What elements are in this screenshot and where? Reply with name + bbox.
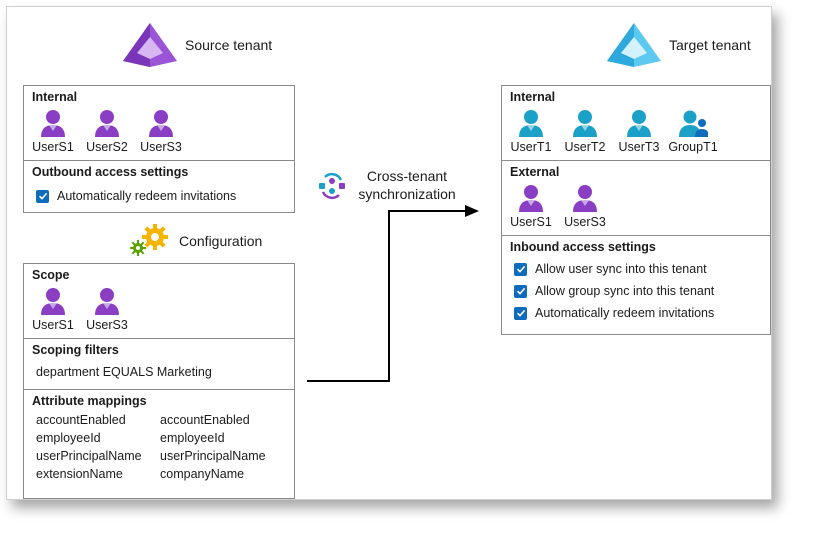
group-item: GroupT1 — [668, 108, 718, 154]
checkbox-row[interactable]: Allow group sync into this tenant — [514, 280, 714, 302]
gear-icon — [130, 224, 168, 256]
user-label: UserT3 — [618, 140, 660, 154]
checkbox-checked[interactable] — [514, 262, 527, 276]
scope-section: Scope UserS1 UserS3 — [24, 264, 294, 339]
section-title: Internal — [510, 90, 556, 104]
inbound-access-section: Inbound access settings Allow user sync … — [502, 236, 770, 330]
user-label: UserS1 — [32, 318, 74, 332]
group-label: GroupT1 — [668, 140, 718, 154]
outbound-access-section: Outbound access settings Automatically r… — [24, 161, 294, 211]
user-item: UserS2 — [84, 108, 130, 154]
section-title: Scope — [32, 268, 70, 282]
section-title: External — [510, 165, 560, 179]
target-external-section: External UserS1 UserS3 — [502, 161, 770, 236]
scoping-filter-value: department EQUALS Marketing — [36, 365, 212, 379]
mapping-target-attribute: userPrincipalName — [160, 449, 266, 463]
user-icon — [519, 185, 543, 212]
sync-label: Cross-tenant synchronization — [347, 167, 467, 203]
sync-label-line1: Cross-tenant — [366, 168, 448, 184]
user-label: UserT2 — [564, 140, 606, 154]
checkbox-checked[interactable] — [514, 306, 527, 320]
mapping-source-attribute: accountEnabled — [36, 413, 126, 427]
mapping-source-attribute: employeeId — [36, 431, 101, 445]
target-tenant-panel: Internal UserT1 UserT2 UserT3 GroupT1 Exter… — [501, 85, 771, 335]
section-title: Internal — [32, 90, 78, 104]
entra-logo-blue-icon — [607, 23, 661, 67]
checkbox-label: Automatically redeem invitations — [535, 306, 715, 320]
user-icon — [519, 110, 543, 137]
checkbox-checked[interactable] — [514, 284, 527, 298]
user-icon — [95, 110, 119, 137]
entra-logo-purple-icon — [123, 23, 177, 67]
source-tenant-panel: Internal UserS1 UserS2 UserS3 Outbound acc… — [23, 85, 295, 213]
scoping-filters-section: Scoping filters department EQUALS Market… — [24, 339, 294, 390]
mapping-source-attribute: userPrincipalName — [36, 449, 142, 463]
checkbox-label: Allow user sync into this tenant — [535, 262, 707, 276]
section-title: Scoping filters — [32, 343, 119, 357]
sync-arrow — [307, 205, 479, 382]
attribute-mappings-section: Attribute mappings accountEnabled account… — [24, 390, 294, 496]
user-item: UserS1 — [508, 183, 554, 229]
checkbox-label: Automatically redeem invitations — [57, 189, 237, 203]
mapping-target-attribute: accountEnabled — [160, 413, 250, 427]
configuration-panel: Scope UserS1 UserS3 Scoping filters depar… — [23, 263, 295, 499]
user-icon — [573, 110, 597, 137]
user-icon — [149, 110, 173, 137]
user-item: UserS3 — [138, 108, 184, 154]
user-label: UserS3 — [86, 318, 128, 332]
user-icon — [41, 288, 65, 315]
sync-label-line2: synchronization — [358, 186, 456, 202]
cross-tenant-sync-icon — [319, 172, 345, 200]
section-title: Inbound access settings — [510, 240, 656, 254]
user-item: UserS1 — [30, 108, 76, 154]
checkbox-checked[interactable] — [36, 189, 49, 203]
mapping-target-attribute: companyName — [160, 467, 245, 481]
user-label: UserS1 — [510, 215, 552, 229]
mapping-target-attribute: employeeId — [160, 431, 225, 445]
user-item: UserT1 — [508, 108, 554, 154]
user-item: UserS3 — [84, 286, 130, 332]
user-item: UserT2 — [562, 108, 608, 154]
user-item: UserT3 — [616, 108, 662, 154]
user-label: UserS3 — [140, 140, 182, 154]
source-internal-section: Internal UserS1 UserS2 UserS3 — [24, 86, 294, 161]
target-tenant-title: Target tenant — [669, 37, 751, 53]
checkbox-label: Allow group sync into this tenant — [535, 284, 715, 298]
user-item: UserS1 — [30, 286, 76, 332]
section-title: Outbound access settings — [32, 165, 189, 179]
user-icon — [41, 110, 65, 137]
user-label: UserS2 — [86, 140, 128, 154]
user-icon — [573, 185, 597, 212]
target-internal-section: Internal UserT1 UserT2 UserT3 GroupT1 — [502, 86, 770, 161]
group-icon — [679, 110, 708, 137]
user-icon — [627, 110, 651, 137]
checkbox-row[interactable]: Allow user sync into this tenant — [514, 258, 714, 280]
user-label: UserS3 — [564, 215, 606, 229]
source-tenant-title: Source tenant — [185, 37, 273, 53]
user-item: UserS3 — [562, 183, 608, 229]
checkbox-row[interactable]: Automatically redeem invitations — [514, 302, 714, 324]
mapping-source-attribute: extensionName — [36, 467, 123, 481]
section-title: Attribute mappings — [32, 394, 147, 408]
user-icon — [95, 288, 119, 315]
user-label: UserT1 — [510, 140, 552, 154]
user-label: UserS1 — [32, 140, 74, 154]
configuration-title: Configuration — [179, 233, 263, 249]
checkbox-row[interactable]: Automatically redeem invitations — [36, 185, 236, 207]
